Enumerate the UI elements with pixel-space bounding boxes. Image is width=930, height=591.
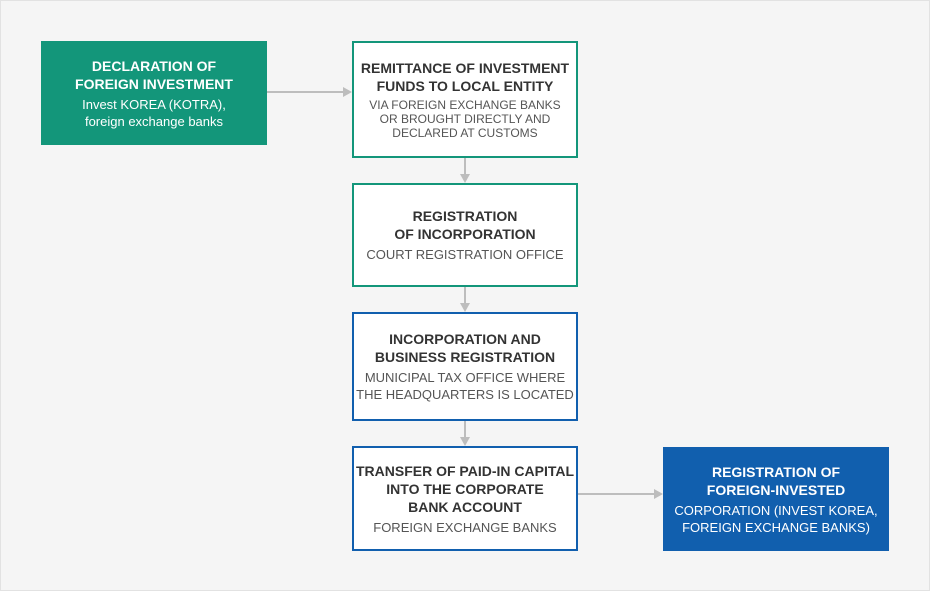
step-title: INCORPORATION AND BUSINESS REGISTRATION bbox=[374, 331, 556, 365]
step-subtitle: COURT REGISTRATION OFFICE bbox=[366, 247, 564, 262]
step-subtitle: MUNICIPAL TAX OFFICE WHERE THE HEADQUART… bbox=[356, 370, 574, 402]
step-subtitle: Invest KOREA (KOTRA), foreign exchange b… bbox=[82, 96, 226, 129]
step-title: REGISTRATION OF FOREIGN-INVESTED bbox=[706, 463, 846, 498]
arrowhead-2 bbox=[460, 174, 470, 183]
step-subtitle: FOREIGN EXCHANGE BANKS bbox=[373, 519, 557, 535]
step-title: REGISTRATION OF INCORPORATION bbox=[394, 208, 536, 242]
arrowhead-4 bbox=[460, 437, 470, 446]
step-subtitle: CORPORATION (INVEST KOREA, FOREIGN EXCHA… bbox=[674, 502, 878, 535]
step-registration-of-foreign-invested-corporation: REGISTRATION OF FOREIGN-INVESTED CORPORA… bbox=[663, 447, 889, 551]
step-registration-of-incorporation: REGISTRATION OF INCORPORATION COURT REGI… bbox=[352, 183, 578, 287]
step-incorporation-and-business-registration: INCORPORATION AND BUSINESS REGISTRATION … bbox=[352, 312, 578, 421]
step-subtitle: VIA FOREIGN EXCHANGE BANKS OR BROUGHT DI… bbox=[369, 98, 561, 140]
arrowhead-5 bbox=[654, 489, 663, 499]
step-declaration-of-foreign-investment: DECLARATION OF FOREIGN INVESTMENT Invest… bbox=[41, 41, 267, 145]
step-title: TRANSFER OF PAID-IN CAPITAL INTO THE COR… bbox=[355, 462, 575, 515]
step-remittance-of-investment-funds: REMITTANCE OF INVESTMENT FUNDS TO LOCAL … bbox=[352, 41, 578, 158]
arrowhead-3 bbox=[460, 303, 470, 312]
step-transfer-of-paid-in-capital: TRANSFER OF PAID-IN CAPITAL INTO THE COR… bbox=[352, 446, 578, 551]
step-title: DECLARATION OF FOREIGN INVESTMENT bbox=[75, 57, 233, 92]
step-title: REMITTANCE OF INVESTMENT FUNDS TO LOCAL … bbox=[360, 60, 570, 94]
arrowhead-1 bbox=[343, 87, 352, 97]
